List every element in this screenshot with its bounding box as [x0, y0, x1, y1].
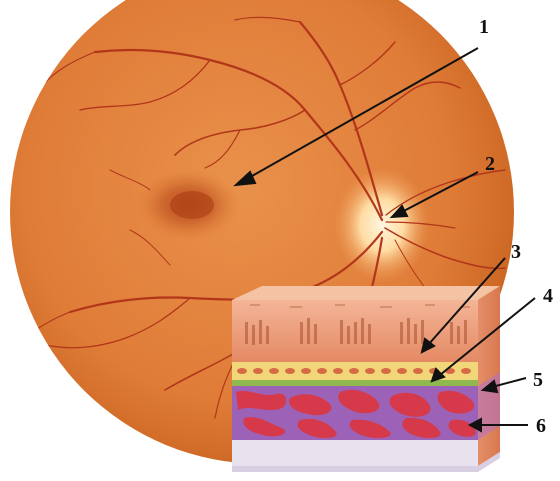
label-6: 6: [536, 415, 546, 437]
sclera-layer: [232, 440, 478, 466]
fovea: [170, 191, 214, 219]
retina-cross-section: [232, 286, 500, 472]
bruch-membrane: [232, 380, 478, 386]
label-1: 1: [479, 16, 489, 38]
label-5: 5: [533, 369, 543, 391]
label-3: 3: [511, 241, 521, 263]
label-4: 4: [543, 285, 553, 307]
label-2: 2: [485, 153, 495, 175]
block-top-face: [232, 286, 500, 300]
